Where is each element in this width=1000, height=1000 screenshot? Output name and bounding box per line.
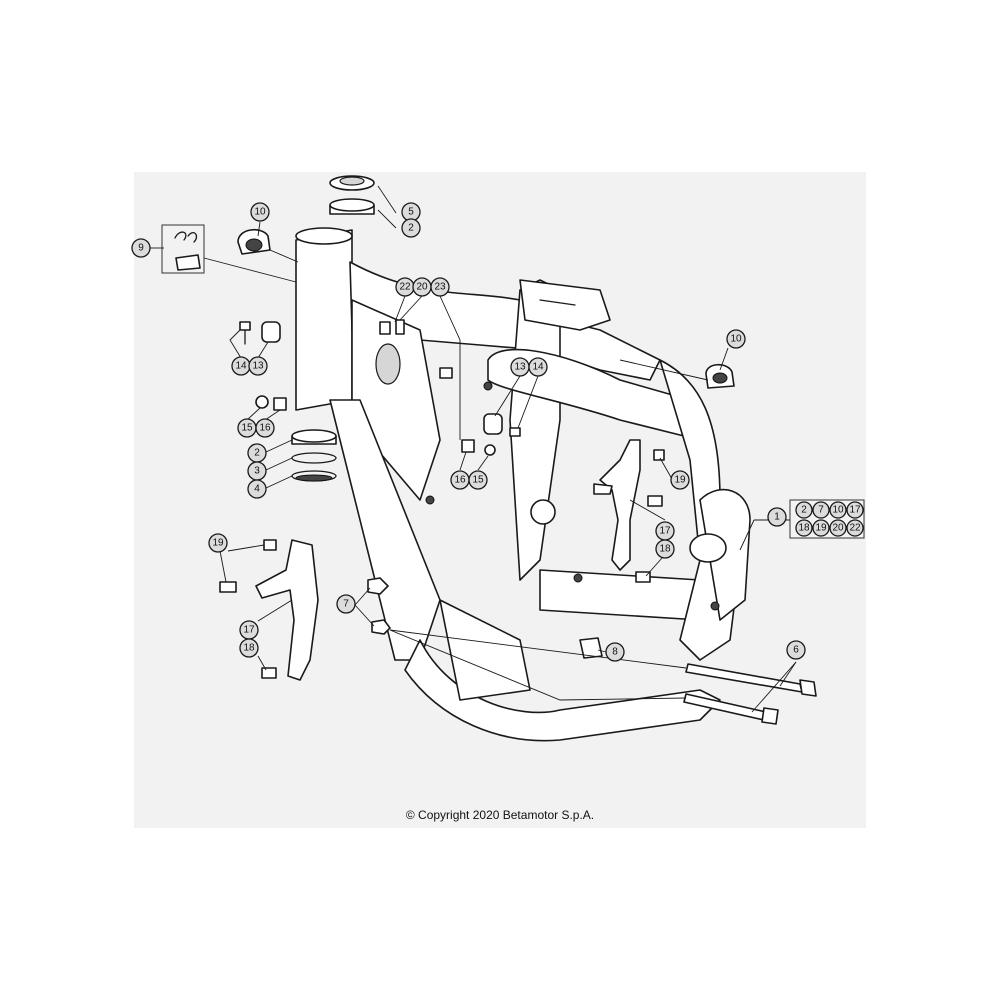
callout: 10 [726, 329, 746, 349]
callout: 4 [247, 479, 267, 499]
callout: 3 [247, 461, 267, 481]
kit-item: 19 [812, 519, 830, 537]
callout: 14 [528, 357, 548, 377]
callout: 1 [767, 507, 787, 527]
callout-label: 15 [241, 423, 253, 434]
loose-parts [161, 175, 817, 725]
callout-label: 20 [416, 282, 428, 293]
callout: 16 [450, 470, 470, 490]
kit-item-label: 19 [815, 523, 827, 534]
kit-item: 7 [812, 501, 830, 519]
kit-item-label: 10 [832, 505, 844, 516]
kit-item: 17 [846, 501, 864, 519]
callout: 23 [430, 277, 450, 297]
kit-item: 2 [795, 501, 813, 519]
callout-label: 22 [399, 282, 411, 293]
callout-label: 14 [235, 361, 247, 372]
callout-label: 15 [472, 475, 484, 486]
kit-item-label: 17 [849, 505, 861, 516]
kit-item-label: 7 [818, 505, 824, 516]
callout-label: 1 [774, 512, 780, 523]
callout-label: 13 [514, 362, 526, 373]
callout-label: 18 [659, 544, 671, 555]
callout-label: 10 [254, 207, 266, 218]
callout-label: 23 [434, 282, 446, 293]
copyright-notice: © Copyright 2020 Betamotor S.p.A. [405, 808, 595, 822]
kit-item: 18 [795, 519, 813, 537]
callout: 20 [412, 277, 432, 297]
callout-label: 2 [408, 223, 414, 234]
callout-label: 18 [243, 643, 255, 654]
callout-label: 13 [252, 361, 264, 372]
callout-label: 4 [254, 484, 260, 495]
callout: 18 [655, 539, 675, 559]
callout: 10 [250, 202, 270, 222]
callout-label: 8 [612, 647, 618, 658]
callout: 15 [468, 470, 488, 490]
callout: 9 [131, 238, 151, 258]
kit-item: 10 [829, 501, 847, 519]
kit-item: 22 [846, 519, 864, 537]
callout-label: 3 [254, 466, 260, 477]
callout-label: 17 [659, 526, 671, 537]
callout-label: 10 [730, 334, 742, 345]
callout-label: 7 [343, 599, 349, 610]
kit-box: 2 7 10 17 18 19 20 22 [789, 499, 865, 539]
callout: 15 [237, 418, 257, 438]
kit-item-label: 2 [801, 505, 807, 516]
callout-label: 16 [259, 423, 271, 434]
callout: 6 [786, 640, 806, 660]
callout: 8 [605, 642, 625, 662]
kit-item-label: 22 [849, 523, 861, 534]
callout-label: 19 [212, 538, 224, 549]
callout: 13 [248, 356, 268, 376]
callout: 17 [655, 521, 675, 541]
callout: 18 [239, 638, 259, 658]
frame-body [295, 227, 751, 742]
callout: 5 [401, 202, 421, 222]
callout: 2 [401, 218, 421, 238]
callout-label: 6 [793, 645, 799, 656]
callout-label: 14 [532, 362, 544, 373]
callout-label: 5 [408, 207, 414, 218]
callout: 19 [670, 470, 690, 490]
callout-label: 16 [454, 475, 466, 486]
kit-item-label: 20 [832, 523, 844, 534]
kit-item: 20 [829, 519, 847, 537]
callout-label: 9 [138, 243, 144, 254]
callout: 16 [255, 418, 275, 438]
kit-item-label: 18 [798, 523, 810, 534]
callout: 19 [208, 533, 228, 553]
callout: 13 [510, 357, 530, 377]
callout-label: 17 [243, 625, 255, 636]
callout: 14 [231, 356, 251, 376]
callout: 7 [336, 594, 356, 614]
callout: 17 [239, 620, 259, 640]
callout: 22 [395, 277, 415, 297]
callout-label: 2 [254, 448, 260, 459]
callout: 2 [247, 443, 267, 463]
callout-label: 19 [674, 475, 686, 486]
